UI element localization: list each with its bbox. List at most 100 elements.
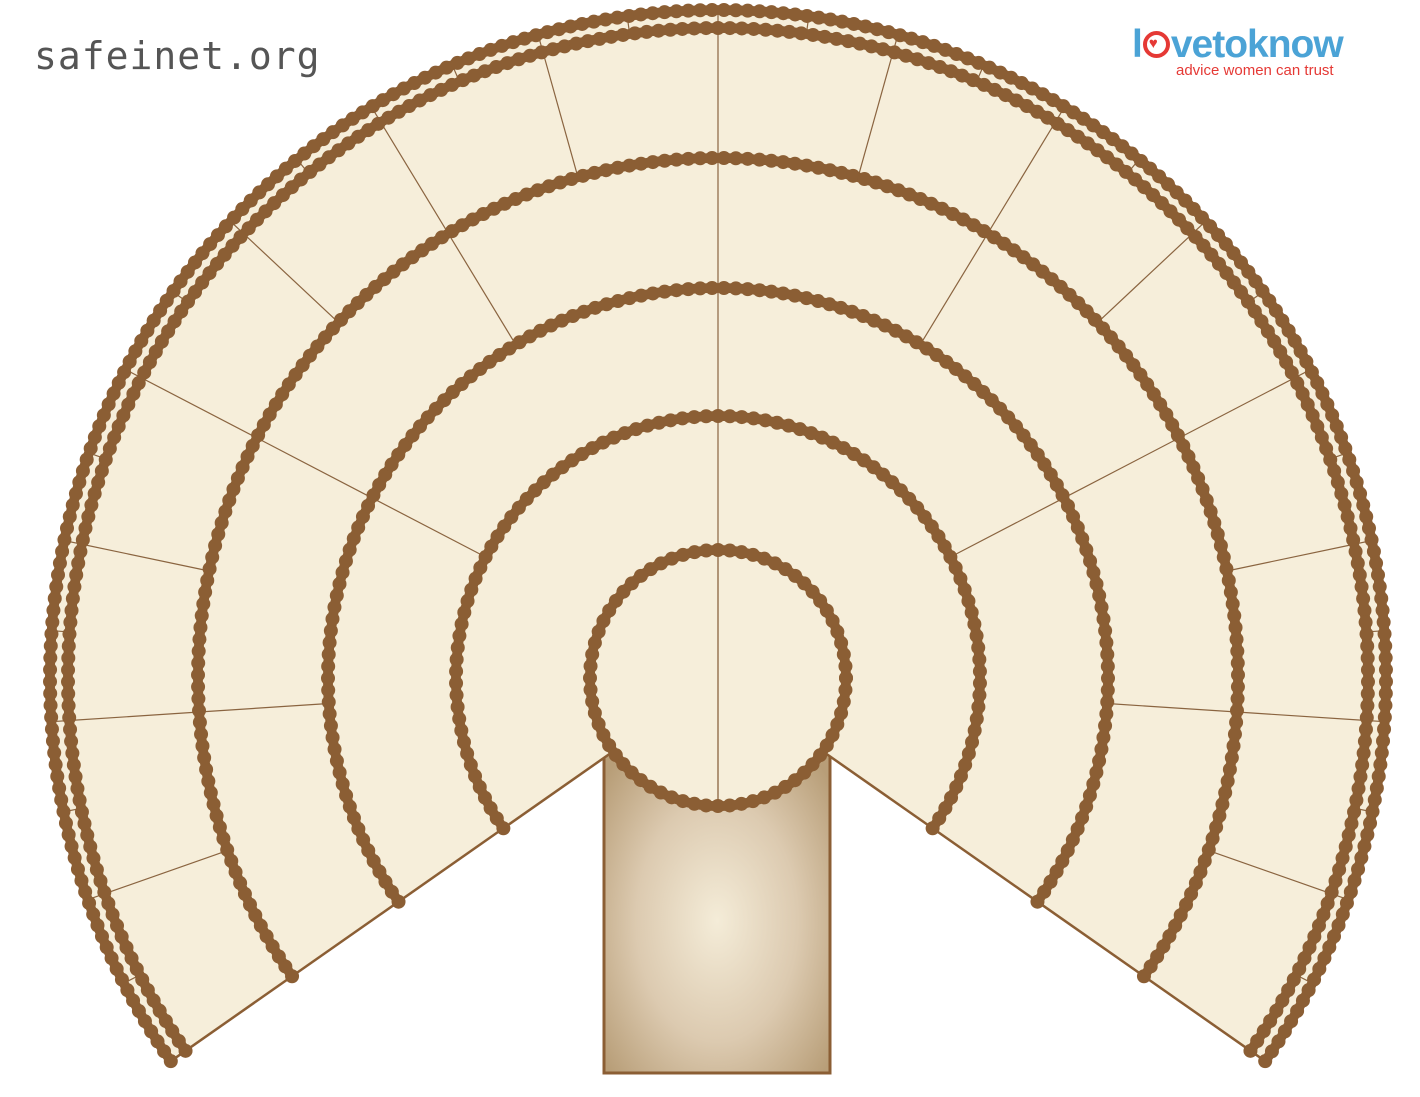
- scallop-bump: [1263, 1013, 1278, 1028]
- scallop-bump: [114, 972, 129, 987]
- scallop-bump: [157, 1044, 172, 1059]
- scallop-bump: [44, 722, 59, 737]
- scallop-bump: [586, 14, 601, 29]
- scallop-bump: [129, 962, 144, 977]
- scallop-bump: [958, 757, 973, 772]
- ring-edge: [502, 750, 614, 830]
- scallop-bump: [817, 29, 832, 44]
- scallop-bump: [1330, 475, 1345, 490]
- scallop-bump: [1360, 674, 1375, 689]
- scallop-bump: [82, 896, 97, 911]
- scallop-bump: [1290, 1003, 1305, 1018]
- scallop-bump: [1096, 125, 1111, 140]
- scallop-bump: [137, 1014, 152, 1029]
- scallop-bump: [122, 354, 137, 369]
- scallop-bump: [1004, 70, 1019, 85]
- scallop-bump: [1373, 757, 1388, 772]
- scallop-bump: [633, 7, 648, 22]
- scallop-bump: [68, 769, 83, 784]
- scallop-bump: [1184, 886, 1199, 901]
- scallop-bump: [1159, 407, 1174, 422]
- scallop-bump: [1376, 733, 1391, 748]
- scallop-bump: [1096, 611, 1111, 626]
- scallop-bump: [1284, 1014, 1299, 1029]
- scallop-bump: [69, 568, 84, 582]
- scallop-bump: [454, 723, 469, 738]
- scallop-bump: [815, 430, 830, 445]
- scallop-bump: [146, 993, 161, 1008]
- scallop-bump: [107, 430, 122, 445]
- scallop-bump: [528, 28, 543, 43]
- scallop-bump: [1176, 438, 1191, 453]
- scallop-bump: [1327, 463, 1342, 478]
- scallop-bump: [327, 600, 342, 615]
- scallop-bump: [96, 408, 111, 423]
- scallop-bump: [497, 519, 512, 534]
- scallop-bump: [1337, 498, 1352, 513]
- scallop-bump: [402, 99, 417, 114]
- scallop-bump: [109, 961, 124, 976]
- scallop-bump: [216, 831, 231, 846]
- scallop-bump: [867, 313, 882, 328]
- scallop-bump: [1262, 293, 1277, 308]
- scallop-bump: [496, 821, 511, 836]
- scallop-bump: [64, 839, 79, 854]
- scallop-bump: [778, 562, 793, 577]
- slot-divider: [1107, 702, 1237, 713]
- scallop-bump: [1218, 785, 1233, 800]
- scallop-bump: [971, 55, 986, 70]
- scallop-bump: [208, 538, 223, 553]
- scallop-bump: [664, 790, 679, 805]
- scallop-bump: [468, 769, 483, 784]
- scallop-bump: [355, 509, 370, 524]
- scallop-bump: [998, 88, 1013, 103]
- scallop-bump: [202, 561, 217, 576]
- scallop-bump: [1271, 1034, 1286, 1049]
- scallop-bump: [870, 22, 885, 37]
- scallop-bump: [1369, 556, 1384, 571]
- scallop-bump: [1264, 1044, 1279, 1059]
- scallop-bump: [993, 65, 1008, 80]
- scallop-bump: [752, 4, 767, 19]
- scallop-bump: [932, 60, 947, 75]
- scallop-bump: [1186, 460, 1201, 475]
- scallop-bump: [465, 212, 480, 227]
- scallop-bump: [101, 397, 116, 412]
- scallop-bump: [910, 500, 925, 515]
- scallop-bump: [565, 453, 580, 468]
- scallop-bump: [1342, 452, 1357, 467]
- scallop-bump: [1273, 344, 1288, 359]
- scallop-bump: [653, 556, 668, 571]
- scallop-bump: [969, 711, 984, 726]
- scallop-bump: [813, 748, 828, 763]
- scallop-bump: [1324, 885, 1339, 900]
- scallop-bump: [1320, 896, 1335, 911]
- scallop-bump: [997, 236, 1012, 251]
- scallop-bump: [61, 827, 76, 842]
- scallop-bump: [823, 12, 838, 27]
- scallop-bump: [195, 275, 210, 290]
- scallop-bump: [758, 22, 773, 37]
- scallop-bump: [1378, 638, 1393, 653]
- scallop-bump: [366, 488, 381, 503]
- scallop-bump: [881, 25, 896, 40]
- scallop-bump: [194, 608, 209, 623]
- scallop-bump: [412, 93, 427, 108]
- scallop-bump: [321, 683, 336, 698]
- scallop-bump: [293, 172, 308, 187]
- scallop-bump: [757, 790, 772, 805]
- center-circle-border: [583, 543, 853, 813]
- slot-divider: [243, 233, 339, 323]
- scallop-bump: [716, 281, 731, 296]
- scallop-bump: [56, 804, 71, 819]
- scallop-bump: [1367, 792, 1382, 807]
- scallop-bump: [454, 617, 469, 632]
- scallop-bump: [836, 441, 851, 456]
- scallop-bump: [1219, 561, 1234, 576]
- scallop-bump: [1240, 294, 1255, 309]
- scallop-bump: [899, 329, 914, 344]
- scallop-bump: [909, 335, 924, 350]
- scallop-bump: [61, 650, 76, 665]
- scallop-bump: [1165, 417, 1180, 432]
